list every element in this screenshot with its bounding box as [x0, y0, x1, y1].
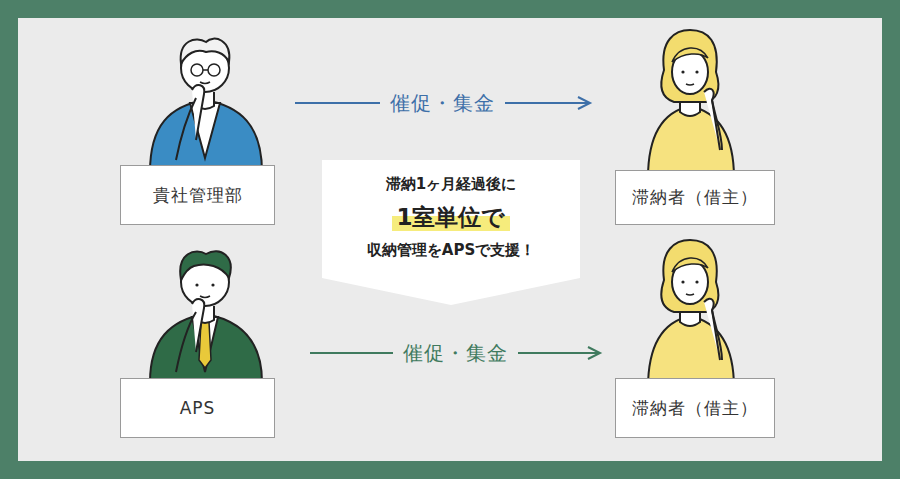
- person-node: 滞納者（借主）: [615, 25, 775, 225]
- edge-label: 催促・集金: [380, 90, 505, 117]
- person-node: 貴社管理部: [120, 30, 275, 225]
- edge-label: 催促・集金: [393, 340, 518, 367]
- callout-outline: [322, 160, 580, 305]
- highlight-text: 1室単位で: [392, 202, 509, 233]
- person-node: APS: [120, 240, 275, 438]
- manager-figure: [150, 39, 262, 172]
- label-box: 貴社管理部: [120, 165, 275, 225]
- callout-text-group: 滞納1ヶ月経過後に 1室単位で収納管理をAPSで支援！: [322, 160, 580, 275]
- callout-box: 滞納1ヶ月経過後に 1室単位で収納管理をAPSで支援！: [322, 160, 580, 305]
- aps-figure: [150, 251, 262, 382]
- node-label: APS: [180, 398, 216, 418]
- callout-text: 滞納1ヶ月経過後に: [386, 175, 516, 194]
- callout-text: 収納管理をAPSで支援！: [367, 241, 535, 260]
- label-box: 滞納者（借主）: [615, 378, 775, 438]
- node-label: 滞納者（借主）: [632, 397, 758, 420]
- person-node: 滞納者（借主）: [615, 240, 775, 438]
- node-label: 滞納者（借主）: [632, 186, 758, 209]
- tenant-figure: [648, 240, 734, 388]
- label-box: 滞納者（借主）: [615, 170, 775, 225]
- tenant-figure: [648, 30, 734, 178]
- node-label: 貴社管理部: [153, 184, 243, 207]
- label-box: APS: [120, 378, 275, 438]
